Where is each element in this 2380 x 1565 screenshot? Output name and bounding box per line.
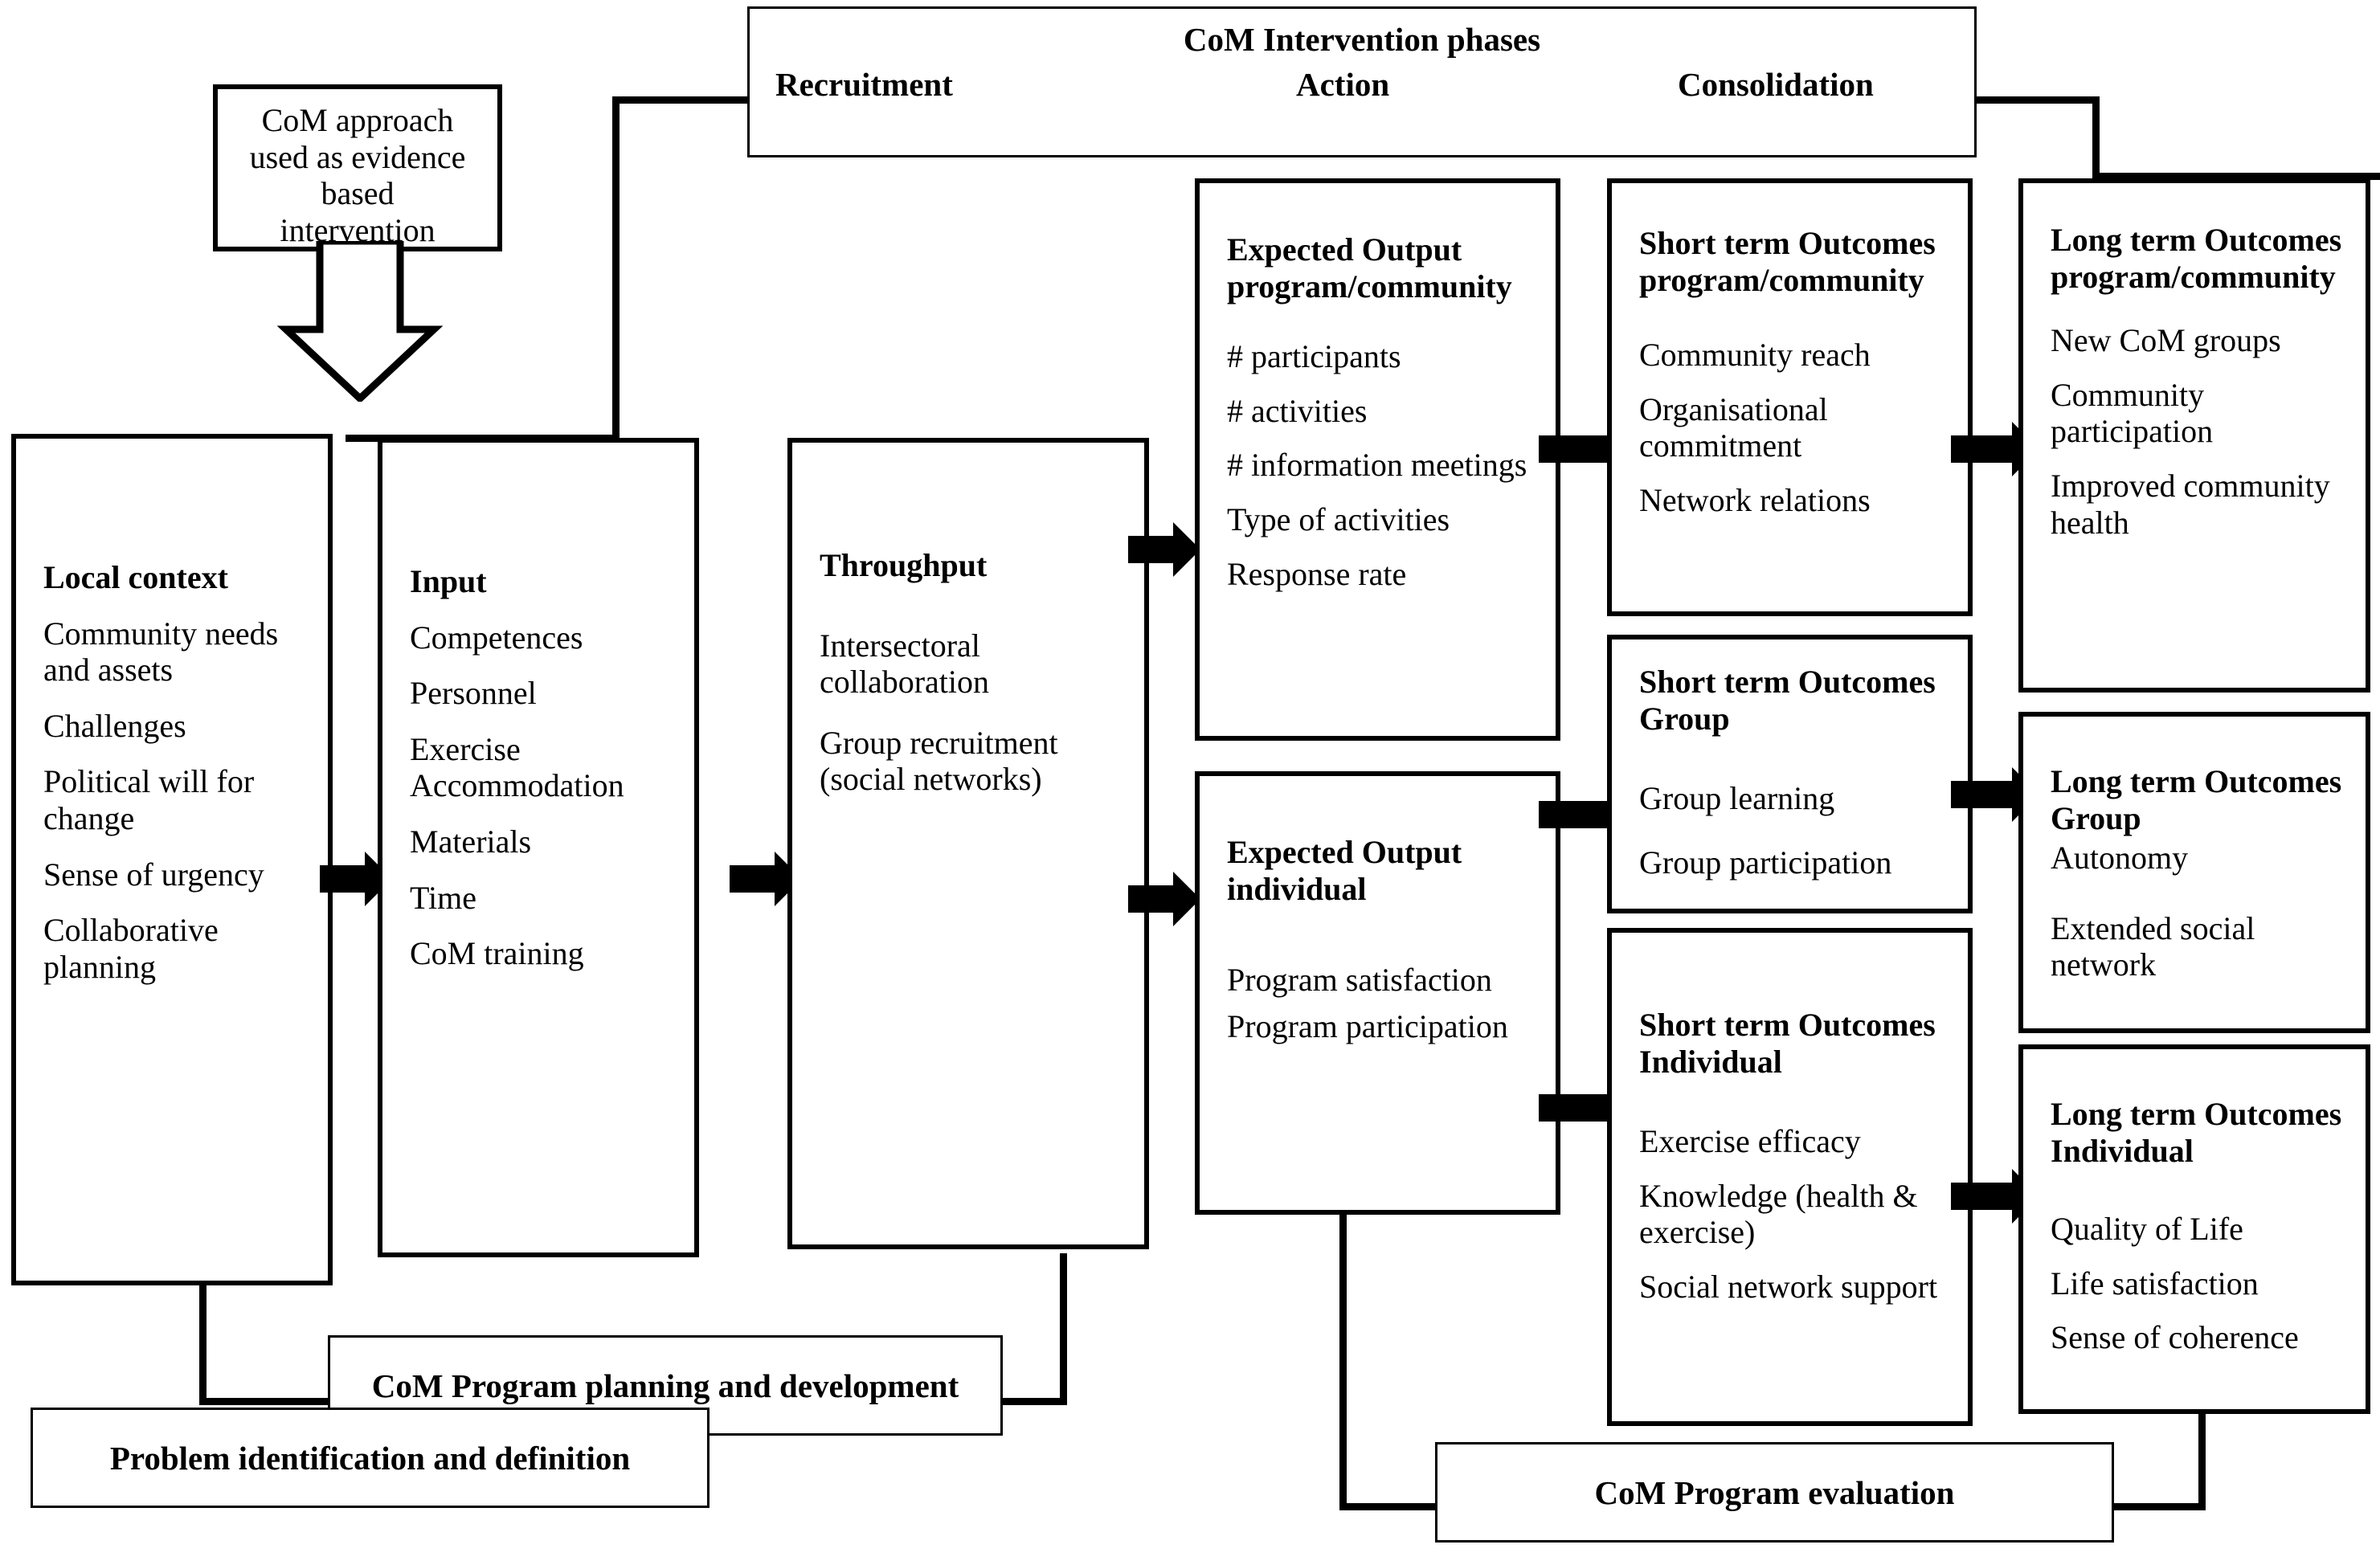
short-term-program-item-2: Organisational commitment	[1639, 390, 1828, 464]
connector-throughput-to-planning-vertical	[1060, 1253, 1067, 1405]
short-term-program-title: Short term Outcomes program/community	[1639, 225, 1936, 298]
arrow-throughput-to-output-individual	[1128, 872, 1200, 926]
long-term-individual-title: Long term Outcomes Individual	[2051, 1096, 2342, 1169]
expected-output-program-item-3: # information meetings	[1227, 447, 1527, 484]
com-program-evaluation-banner: CoM Program evaluation	[1435, 1442, 2114, 1543]
long-term-group-box: Long term Outcomes Group Autonomy Extend…	[2018, 712, 2370, 1033]
com-approach-line-3: based	[321, 175, 395, 212]
short-term-program-box: Short term Outcomes program/community Co…	[1607, 178, 1973, 616]
long-term-program-box: Long term Outcomes program/community New…	[2018, 178, 2370, 693]
long-term-individual-item-1: Quality of Life	[2051, 1211, 2243, 1248]
expected-output-individual-item-2: Program participation	[1227, 1007, 1508, 1044]
problem-identification-banner: Problem identification and definition	[31, 1408, 710, 1508]
expected-output-program-item-5: Response rate	[1227, 555, 1407, 592]
long-term-program-title: Long term Outcomes program/community	[2051, 222, 2342, 295]
long-term-individual-box: Long term Outcomes Individual Quality of…	[2018, 1044, 2370, 1414]
connector-longterm-to-evaluation-vertical	[2198, 1410, 2206, 1510]
expected-output-program-item-1: # participants	[1227, 338, 1401, 375]
connector-longterm-to-evaluation-horizontal	[2093, 1503, 2206, 1510]
long-term-group-item-2: Extended social network	[2051, 909, 2255, 983]
input-item-3: Exercise Accommodation	[410, 730, 624, 804]
com-program-evaluation-label: CoM Program evaluation	[1594, 1473, 1955, 1511]
connector-output-to-evaluation-vertical	[1339, 1215, 1347, 1510]
throughput-box: Throughput Intersectoral collaboration G…	[787, 438, 1149, 1249]
connector-context-to-planning-horizontal	[199, 1398, 360, 1405]
throughput-item-1: Intersectoral collaboration	[820, 627, 990, 701]
down-arrow-icon	[276, 241, 444, 402]
short-term-group-title: Short term Outcomes Group	[1639, 664, 1936, 737]
short-term-individual-item-2: Knowledge (health & exercise)	[1639, 1177, 1918, 1251]
local-context-title: Local context	[43, 559, 228, 595]
phase-consolidation: Consolidation	[1678, 66, 1874, 103]
connector-output-to-evaluation-horizontal	[1339, 1503, 1444, 1510]
throughput-item-2: Group recruitment (social networks)	[820, 724, 1058, 798]
connector-phases-to-input-horizontal	[612, 96, 749, 104]
connector-phases-to-longterm-vertical	[2092, 96, 2100, 180]
long-term-program-item-2: Community participation	[2051, 376, 2214, 450]
com-approach-line-1: CoM approach	[261, 102, 454, 138]
short-term-group-item-2: Group participation	[1639, 844, 1892, 881]
input-item-5: Time	[410, 879, 477, 916]
local-context-item-4: Sense of urgency	[43, 856, 264, 893]
input-item-6: CoM training	[410, 935, 584, 972]
short-term-individual-box: Short term Outcomes Individual Exercise …	[1607, 928, 1973, 1426]
local-context-item-3: Political will for change	[43, 763, 255, 836]
short-term-individual-item-1: Exercise efficacy	[1639, 1123, 1861, 1160]
input-box: Input Competences Personnel Exercise Acc…	[378, 438, 699, 1257]
arrow-throughput-to-output-program	[1128, 522, 1200, 577]
expected-output-individual-box: Expected Output individual Program satis…	[1195, 771, 1560, 1215]
connector-phases-to-longterm-foot	[2092, 173, 2380, 180]
problem-identification-label: Problem identification and definition	[109, 1439, 631, 1477]
connector-throughput-to-planning-horizontal	[980, 1398, 1067, 1405]
phase-action: Action	[1296, 66, 1390, 103]
short-term-program-item-3: Network relations	[1639, 481, 1871, 518]
com-approach-box: CoM approach used as evidence based inte…	[213, 84, 502, 251]
short-term-group-item-1: Group learning	[1639, 780, 1835, 817]
input-title: Input	[410, 563, 487, 599]
phases-title: CoM Intervention phases	[1183, 21, 1541, 58]
throughput-title: Throughput	[820, 547, 988, 583]
expected-output-program-box: Expected Output program/community # part…	[1195, 178, 1560, 741]
expected-output-program-title: Expected Output program/community	[1227, 231, 1512, 304]
com-program-planning-label: CoM Program planning and development	[371, 1367, 959, 1404]
long-term-individual-item-3: Sense of coherence	[2051, 1319, 2299, 1356]
long-term-group-title: Long term Outcomes Group	[2051, 763, 2342, 836]
intervention-phases-box: CoM Intervention phases Recruitment Acti…	[747, 6, 1977, 157]
local-context-item-2: Challenges	[43, 707, 186, 744]
expected-output-program-item-4: Type of activities	[1227, 501, 1450, 537]
long-term-group-item-1: Autonomy	[2051, 840, 2189, 876]
local-context-box: Local context Community needs and assets…	[11, 434, 333, 1285]
connector-phases-to-input-vertical	[612, 96, 620, 442]
input-item-1: Competences	[410, 619, 583, 656]
connector-context-to-planning-vertical	[199, 1281, 207, 1405]
long-term-program-item-3: Improved community health	[2051, 467, 2330, 541]
short-term-individual-title: Short term Outcomes Individual	[1639, 1007, 1936, 1080]
phase-recruitment: Recruitment	[775, 66, 953, 103]
input-item-4: Materials	[410, 823, 532, 860]
local-context-item-5: Collaborative planning	[43, 912, 219, 985]
expected-output-individual-title: Expected Output individual	[1227, 834, 1462, 907]
short-term-program-item-1: Community reach	[1639, 337, 1871, 374]
connector-phases-to-longterm-horizontal	[1973, 96, 2100, 104]
local-context-item-1: Community needs and assets	[43, 615, 279, 689]
expected-output-program-item-2: # activities	[1227, 392, 1368, 429]
short-term-group-box: Short term Outcomes Group Group learning…	[1607, 635, 1973, 913]
long-term-program-item-1: New CoM groups	[2051, 322, 2281, 359]
short-term-individual-item-3: Social network support	[1639, 1268, 1938, 1305]
input-item-2: Personnel	[410, 675, 537, 712]
expected-output-individual-item-1: Program satisfaction	[1227, 962, 1492, 999]
com-approach-line-2: used as evidence	[249, 138, 466, 175]
long-term-individual-item-2: Life satisfaction	[2051, 1265, 2259, 1301]
